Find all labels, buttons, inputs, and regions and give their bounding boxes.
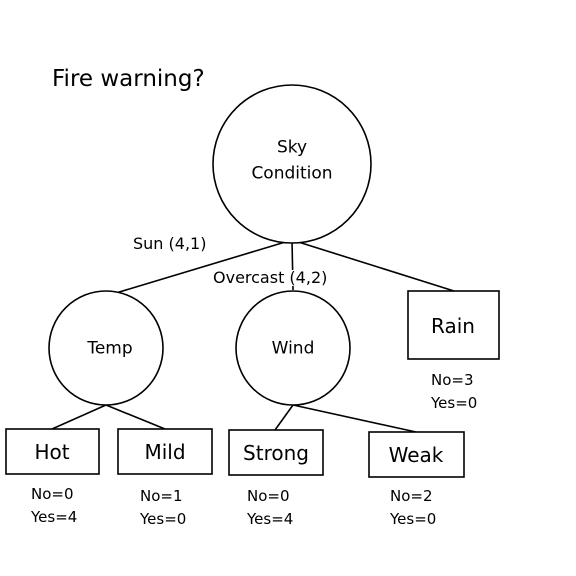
leaf-weak-box [368, 431, 465, 478]
leaf-hot-box [5, 428, 100, 475]
leaf-weak-yes: Yes=0 [390, 509, 437, 528]
leaf-rain-no: No=3 [431, 371, 474, 389]
leaf-hot-no: No=0 [31, 485, 74, 503]
node-temp-circle [48, 290, 164, 406]
leaf-strong-label: Strong [243, 441, 309, 465]
leaf-strong-box [228, 429, 324, 476]
leaf-mild-box [117, 428, 213, 475]
leaf-hot-counts: No=0 Yes=4 [31, 483, 77, 528]
node-temp-label: Temp [87, 338, 133, 359]
edge-wind-weak [292, 404, 417, 433]
edge-root-temp [105, 239, 293, 297]
node-wind-label: Wind [271, 338, 315, 359]
leaf-weak-counts: No=2 Yes=0 [390, 485, 436, 530]
edge-temp-mild [105, 404, 166, 430]
node-root-circle [212, 84, 372, 244]
leaf-rain-counts: No=3 Yes=0 [431, 369, 477, 414]
edge-temp-hot [51, 404, 107, 430]
leaf-strong-no: No=0 [247, 487, 290, 505]
edge-root-rain [291, 239, 455, 292]
leaf-mild-counts: No=1 Yes=0 [140, 485, 186, 530]
leaf-hot-yes: Yes=4 [31, 507, 78, 526]
root-label-line2: Condition [251, 163, 333, 184]
leaf-mild-yes: Yes=0 [140, 509, 187, 528]
leaf-hot-label: Hot [34, 440, 70, 464]
edge-wind-strong [274, 404, 294, 431]
leaf-rain-yes: Yes=0 [431, 393, 478, 412]
root-label-line1: Sky [276, 137, 308, 158]
leaf-weak-no: No=2 [390, 487, 433, 505]
edge-label-sun: Sun (4,1) [133, 234, 207, 253]
leaf-rain-label: Rain [431, 314, 475, 338]
node-wind-circle [235, 290, 351, 406]
leaf-mild-label: Mild [144, 440, 186, 464]
leaf-strong-yes: Yes=4 [247, 509, 294, 528]
leaf-mild-no: No=1 [140, 487, 183, 505]
edge-label-overcast: Overcast (4,2) [211, 268, 330, 287]
leaf-weak-label: Weak [388, 443, 444, 467]
diagram-title: Fire warning? [52, 66, 205, 92]
leaf-strong-counts: No=0 Yes=4 [247, 485, 293, 530]
leaf-rain-box [407, 290, 500, 360]
